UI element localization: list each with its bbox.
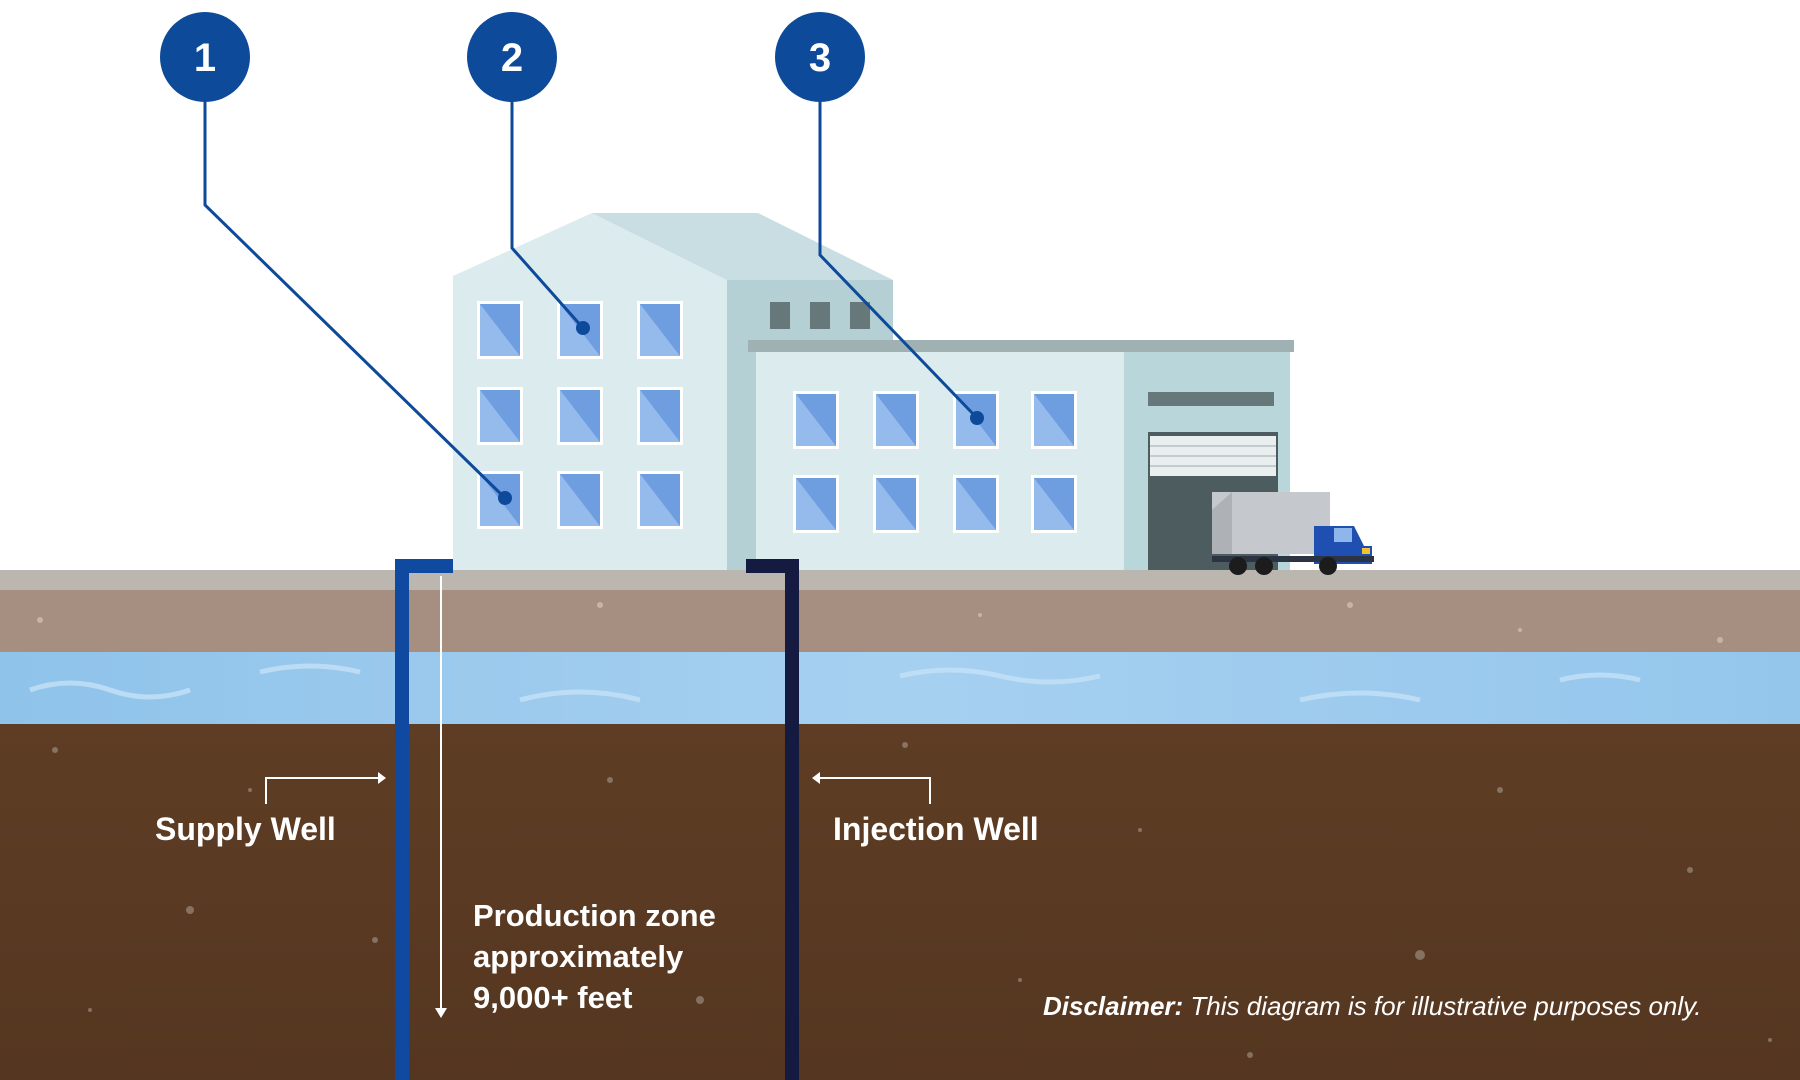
- marker-1-badge: [160, 12, 250, 102]
- window-reflection: [640, 390, 680, 442]
- truck-wheel: [1255, 557, 1273, 575]
- truck-wheel: [1229, 557, 1247, 575]
- window-reflection: [876, 478, 916, 530]
- marker-2-number: 2: [501, 36, 523, 80]
- main-block-gable: [592, 213, 893, 280]
- window-reflection: [1034, 394, 1074, 446]
- aquifer-ripples: [29, 663, 1641, 703]
- marker-3-number: 3: [809, 36, 831, 80]
- window-reflection: [480, 304, 520, 356]
- injection-well-pipe: [746, 559, 799, 1080]
- window-reflection: [640, 474, 680, 526]
- truck-cab: [1314, 526, 1372, 564]
- production-zone-line-1: Production zone: [473, 898, 716, 933]
- window-reflection: [640, 304, 680, 356]
- marker-3-dot: [970, 411, 984, 425]
- delivery-truck: [1212, 492, 1374, 575]
- supply-well-label: Supply Well: [155, 811, 336, 847]
- window-reflection: [796, 394, 836, 446]
- window-reflection: [560, 390, 600, 442]
- injection-well-arrow: [818, 777, 931, 804]
- disclaimer-text: Disclaimer: This diagram is for illustra…: [1043, 991, 1701, 1021]
- topsoil-layer: [0, 590, 1800, 652]
- aquifer-layer: [0, 652, 1800, 724]
- supply-well-pipe: [395, 559, 453, 1080]
- window-reflection: [480, 390, 520, 442]
- wing-roof-edge: [748, 340, 1294, 352]
- roof-vents: [770, 302, 870, 329]
- production-zone-line-3: 9,000+ feet: [473, 980, 632, 1015]
- truck-trailer-front: [1212, 492, 1232, 554]
- marker-1-number: 1: [194, 36, 216, 80]
- disclaimer-body: This diagram is for illustrative purpose…: [1183, 991, 1701, 1021]
- marker-1-leader: [203, 100, 507, 500]
- deep-soil-layer: [0, 724, 1800, 1080]
- soil-specks: [52, 742, 1772, 1058]
- supply-well-arrow: [265, 777, 380, 804]
- injection-well-arrowhead: [812, 772, 820, 784]
- window-reflection: [956, 478, 996, 530]
- marker-3[interactable]: 3: [775, 12, 984, 425]
- warehouse-sign: [1148, 392, 1274, 406]
- injection-well-label: Injection Well: [833, 811, 1039, 847]
- marker-2-leader: [510, 100, 585, 329]
- marker-1-dot: [498, 491, 512, 505]
- production-zone-arrowhead: [435, 1008, 447, 1018]
- supply-well-arrowhead: [378, 772, 386, 784]
- window-reflection: [560, 474, 600, 526]
- marker-2-badge: [467, 12, 557, 102]
- window-reflection: [796, 478, 836, 530]
- truck-wheel: [1319, 557, 1337, 575]
- window-reflection: [1034, 478, 1074, 530]
- marker-1[interactable]: 1: [160, 12, 512, 505]
- building-windows: [477, 301, 1077, 533]
- truck-window: [1334, 528, 1352, 542]
- disclaimer-bold: Disclaimer:: [1043, 991, 1183, 1021]
- marker-3-leader: [818, 100, 979, 420]
- truck-bumper: [1212, 556, 1374, 562]
- marker-2-dot: [576, 321, 590, 335]
- ground-surface-layer: [0, 570, 1800, 590]
- marker-2[interactable]: 2: [467, 12, 590, 335]
- rolling-door: [1150, 436, 1276, 476]
- production-zone-line-2: approximately: [473, 939, 684, 974]
- marker-3-badge: [775, 12, 865, 102]
- truck-headlight: [1362, 548, 1370, 554]
- topsoil-specks: [37, 602, 1723, 643]
- wing-facade: [756, 352, 1124, 570]
- window-reflection: [876, 394, 916, 446]
